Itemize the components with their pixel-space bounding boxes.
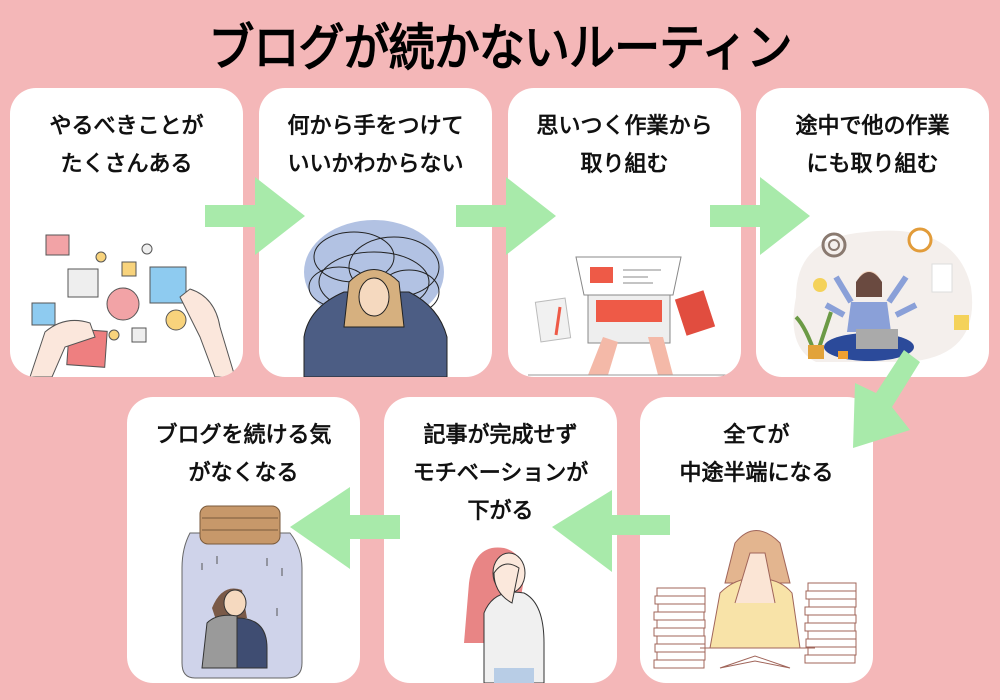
arrow-right-1 [205, 177, 305, 255]
step-card-4: 途中で他の作業 にも取り組む [756, 88, 989, 377]
step-card-5: 全てが 中途半端になる [640, 397, 873, 683]
step-label: ブログを続ける気 がなくなる [155, 423, 332, 486]
laptop-illustration [528, 256, 728, 376]
page-title: ブログが続かないルーティン [208, 19, 792, 77]
arrow-down-left [853, 350, 920, 448]
overwhelmed-woman-illustration [653, 530, 857, 669]
confused-woman-illustration [303, 220, 448, 377]
step-label: 思いつく作業から 取り組む [536, 114, 713, 177]
sticky-notes-illustration [29, 234, 236, 377]
step-label: 記事が完成せず モチベーションが 下がる [412, 423, 589, 524]
multitasking-illustration [793, 227, 973, 362]
step-label: 何から手をつけて いいかわからない [287, 114, 464, 177]
step-label: 全てが 中途半端になる [679, 423, 834, 486]
step-label: 途中で他の作業 にも取り組む [795, 114, 950, 177]
step-card-3: 思いつく作業から 取り組む [508, 88, 741, 377]
arrow-right-3 [710, 177, 810, 255]
arrow-left-1 [552, 490, 670, 572]
sad-woman-illustration [464, 547, 545, 683]
step-label: やるべきことが たくさんある [49, 114, 204, 177]
arrow-left-2 [290, 487, 400, 569]
step-card-1: やるべきことが たくさんある [10, 88, 243, 377]
step-card-2: 何から手をつけて いいかわからない [259, 88, 492, 377]
arrow-right-2 [456, 177, 556, 255]
woman-in-jar-illustration [181, 505, 303, 679]
